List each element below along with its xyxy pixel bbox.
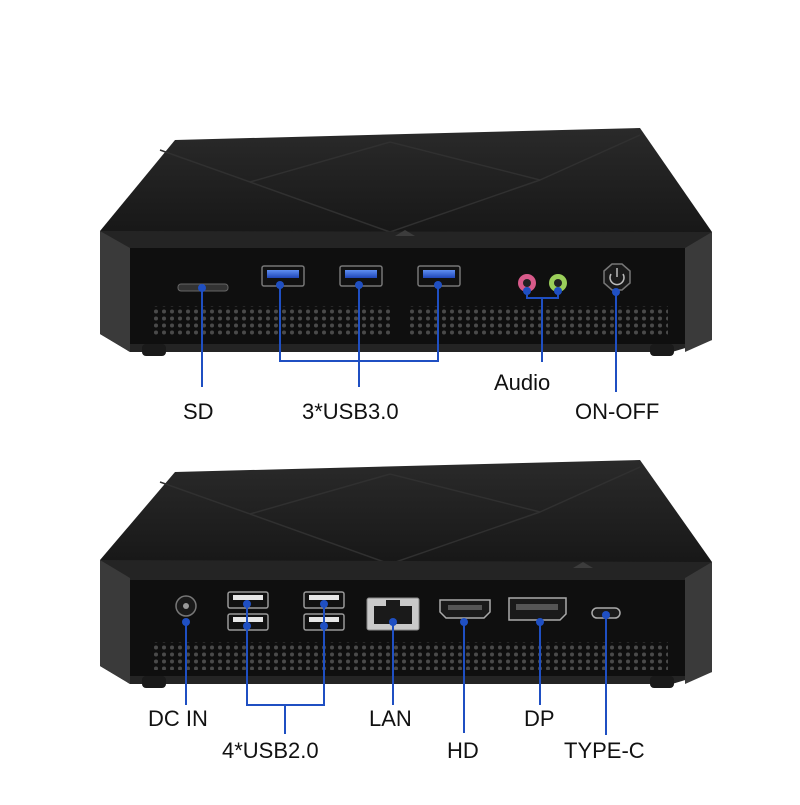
front-device (100, 128, 712, 392)
label-on-off: ON-OFF (575, 399, 660, 424)
front-callout-dots (198, 281, 620, 296)
displayport-icon (508, 597, 567, 621)
label-dp: DP (524, 706, 555, 731)
rear-top-shell (100, 460, 712, 572)
rear-foot-right (650, 676, 674, 688)
front-foot-right (650, 344, 674, 356)
hdmi-port-icon (439, 599, 491, 619)
dc-jack-icon (175, 595, 197, 617)
label-usb3: 3*USB3.0 (302, 399, 399, 424)
front-vents-right (410, 306, 668, 336)
audio-jack-icon (549, 274, 567, 292)
label-dc-in: DC IN (148, 706, 208, 731)
label-hd: HD (447, 738, 479, 763)
rear-vents (150, 642, 668, 670)
audio-jack-icon (518, 274, 536, 292)
label-type-c: TYPE-C (564, 738, 645, 763)
rear-top-facets (159, 466, 641, 515)
front-top-shell (100, 128, 712, 240)
rear-foot-left (142, 676, 166, 688)
front-foot-left (142, 344, 166, 356)
label-sd: SD (183, 399, 214, 424)
label-lan: LAN (369, 706, 412, 731)
front-top-facets (159, 134, 641, 183)
rear-device (100, 460, 712, 735)
power-button-icon (603, 263, 631, 291)
front-callouts (201, 286, 617, 392)
lan-port-icon (366, 597, 420, 631)
rear-callouts (185, 604, 607, 735)
front-vents-left (150, 306, 390, 336)
label-usb2: 4*USB2.0 (222, 738, 319, 763)
label-audio: Audio (494, 370, 551, 395)
rear-callout-dots (182, 600, 610, 630)
